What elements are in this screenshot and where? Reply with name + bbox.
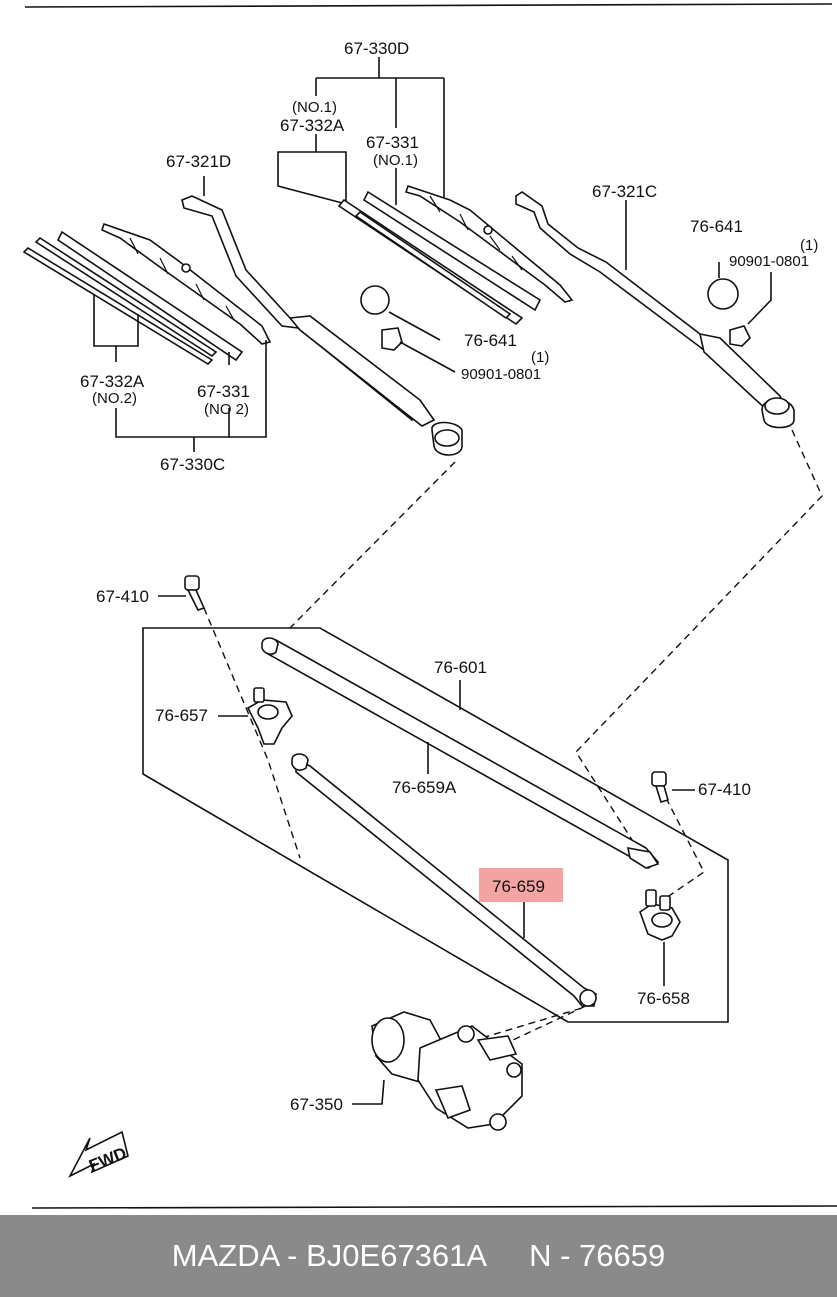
footer-bar: MAZDA - BJ0E67361A N - 76659	[0, 1215, 837, 1297]
highlight-box	[479, 868, 563, 902]
wiper-arm-left	[181, 176, 463, 456]
label-76-641-a: 76-641	[690, 217, 743, 236]
label-67-350: 67-350	[290, 1095, 343, 1114]
rod-76-601	[261, 637, 660, 869]
label-76-659A: 76-659A	[392, 778, 457, 797]
label-76-658: 76-658	[637, 989, 690, 1008]
wiper-motor	[352, 1011, 523, 1131]
label-67-331-a: 67-331	[366, 133, 419, 152]
label-67-332A-b: 67-332A	[80, 372, 145, 391]
label-76-601: 76-601	[434, 658, 487, 677]
label-67-410-b: 67-410	[698, 780, 751, 799]
blade-set-no1	[277, 57, 574, 326]
wiper-arm-right	[515, 191, 795, 429]
label-qty-a: (1)	[800, 237, 818, 254]
assembly-lines	[203, 429, 823, 1061]
footer-number: N - 76659	[529, 1238, 666, 1273]
blade-set-no2	[22, 222, 272, 452]
linkage-outline	[142, 627, 729, 1023]
label-67-331-b: 67-331	[197, 382, 250, 401]
bolt-left	[158, 575, 206, 611]
label-67-330C: 67-330C	[160, 455, 225, 474]
label-76-657: 76-657	[155, 706, 208, 725]
label-76-659: 76-659	[492, 877, 545, 896]
label-67-332A-a: 67-332A	[280, 116, 345, 135]
label-no2-b: (NO 2)	[204, 401, 249, 418]
fwd-arrow-icon	[68, 1130, 129, 1178]
top-border	[24, 3, 833, 8]
label-67-330D: 67-330D	[344, 39, 409, 58]
label-no1-b: (NO.1)	[373, 152, 418, 169]
label-90901-b: 90901-0801	[461, 366, 541, 383]
label-no1-a: (NO.1)	[292, 99, 337, 116]
footer-brand: MAZDA - BJ0E67361A	[171, 1238, 488, 1273]
pivot-76-658	[639, 889, 681, 986]
label-67-321C: 67-321C	[592, 182, 657, 201]
bolt-right	[651, 771, 695, 803]
pivot-76-657	[218, 687, 293, 745]
wiper-parts-diagram: 67-330D (NO.1) 67-332A 67-331 (NO.1) 67-…	[22, 3, 837, 1209]
label-76-641-b: 76-641	[464, 331, 517, 350]
bottom-border	[31, 1205, 837, 1209]
label-67-321D: 67-321D	[166, 152, 231, 171]
label-no2-a: (NO.2)	[92, 390, 137, 407]
label-qty-b: (1)	[531, 349, 549, 366]
label-90901-a: 90901-0801	[729, 253, 809, 270]
rod-76-659	[291, 742, 597, 1007]
label-67-410-a: 67-410	[96, 587, 149, 606]
